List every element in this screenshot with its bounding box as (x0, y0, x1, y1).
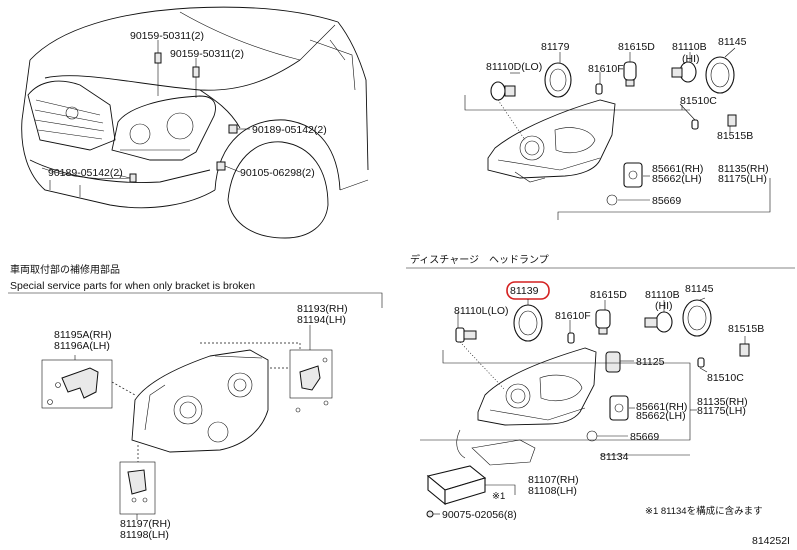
label-81510c: 81510C (680, 95, 717, 107)
label-81615d-b: 81615D (590, 289, 627, 301)
socket-icon (609, 395, 629, 421)
bracket-frame-81193 (289, 349, 333, 399)
bolt-icon (216, 161, 226, 171)
headlamp-assembly-icon (131, 349, 269, 453)
label-81145-b: 81145 (685, 283, 714, 295)
bolt-icon (426, 510, 434, 518)
gasket-icon (513, 304, 543, 342)
label-81179: 81179 (541, 41, 570, 53)
socket-icon (623, 162, 643, 188)
label-85661: 85661(RH) (652, 163, 703, 175)
headlamp-halogen-diagram (464, 47, 771, 220)
footnote: ※1 81134を構成に含みます (645, 505, 763, 517)
label-81110b: 81110B (672, 41, 707, 53)
bolt-icon (192, 66, 200, 98)
label-81107: 81107(RH) (528, 474, 579, 486)
headlamp-assembly-icon (487, 99, 616, 183)
label-81615d: 81615D (618, 41, 655, 53)
bolt-icon (129, 173, 137, 183)
label-85662-b: 85662(LH) (636, 410, 686, 422)
socket-icon (727, 114, 737, 127)
bulb-icon (623, 61, 637, 87)
socket-icon (739, 343, 750, 357)
label-85669-b: 85669 (630, 431, 659, 443)
bracket-frame-81197 (119, 461, 156, 515)
bracket-frame-81195a (41, 359, 113, 409)
label-81515b: 81515B (717, 130, 753, 142)
label-81134: 81134 (600, 451, 629, 463)
bulb-icon (691, 119, 699, 130)
label-hi: (HI) (682, 53, 700, 65)
bracket-icon (127, 469, 148, 503)
label-81610f: 81610F (588, 63, 624, 75)
label-81110d: 81110D(LO) (486, 61, 542, 73)
label-85662: 85662(LH) (652, 173, 702, 185)
label-81515b-b: 81515B (728, 323, 764, 335)
label-81145: 81145 (718, 36, 747, 48)
gasket-icon (705, 56, 735, 94)
bolt-icon (154, 52, 162, 96)
label-81110l: 81110L(LO) (454, 305, 508, 317)
bracket-icon (47, 367, 99, 405)
label-81194: 81194(LH) (297, 314, 346, 326)
label-hi-b: (HI) (655, 300, 673, 312)
label-90159-b: 90159-50311(2) (170, 48, 244, 60)
bulb-icon (671, 61, 697, 83)
label-81193: 81193(RH) (297, 303, 348, 315)
ballast-icon (426, 465, 487, 506)
label-81135-b: 81135(RH) (697, 396, 748, 408)
bracket-repair-diagram (41, 325, 333, 520)
bulb-icon (455, 327, 506, 391)
label-90189-b: 90189-05142(2) (48, 167, 123, 179)
label-81125: 81125 (636, 356, 665, 368)
label-81510c-b: 81510C (707, 372, 744, 384)
figure-code: 814252I (752, 535, 790, 547)
label-81610f-b: 81610F (555, 310, 591, 322)
label-81197: 81197(RH) (120, 518, 171, 530)
label-81135: 81135(RH) (718, 163, 769, 175)
label-81110b-b: 81110B (645, 289, 680, 301)
bulb-icon (567, 332, 575, 344)
label-90105: 90105-06298(2) (240, 167, 315, 179)
section-title-jp: 車両取付部の補修用部品 (10, 263, 120, 276)
label-81175-b: 81175(LH) (697, 405, 746, 417)
gasket-icon (682, 299, 712, 337)
label-90159-a: 90159-50311(2) (130, 30, 204, 42)
bulb-icon (595, 83, 603, 95)
bulb-icon (490, 81, 526, 141)
label-81196a: 81196A(LH) (54, 340, 110, 352)
section-bracket-line (8, 292, 383, 308)
bracket-icon (295, 357, 329, 413)
gasket-icon (606, 194, 618, 206)
gasket-icon (586, 430, 598, 442)
label-81139-highlighted: 81139 (510, 285, 539, 297)
headlamp-discharge-diagram (420, 281, 750, 518)
discharge-title: ディスチャージ ヘッドランプ (410, 253, 549, 266)
label-81195a: 81195A(RH) (54, 329, 112, 341)
label-81175: 81175(LH) (718, 173, 767, 185)
gasket-icon (544, 62, 572, 98)
label-90075: 90075-02056(8) (442, 509, 517, 521)
bulb-icon (595, 309, 611, 335)
socket-icon (605, 351, 621, 373)
headlamp-assembly-icon (477, 347, 597, 426)
label-85661-b: 85661(RH) (636, 401, 687, 413)
label-81108: 81108(LH) (528, 485, 577, 497)
bulb-icon (697, 357, 705, 368)
label-81198: 81198(LH) (120, 529, 169, 541)
bulb-icon (644, 311, 673, 333)
bolt-icon (228, 124, 238, 134)
label-90189-a: 90189-05142(2) (252, 124, 327, 136)
car-front-illustration (21, 6, 369, 239)
label-note-mark: ※1 (492, 491, 505, 502)
section-title-en: Special service parts for when only brac… (10, 280, 255, 292)
label-85669: 85669 (652, 195, 681, 207)
